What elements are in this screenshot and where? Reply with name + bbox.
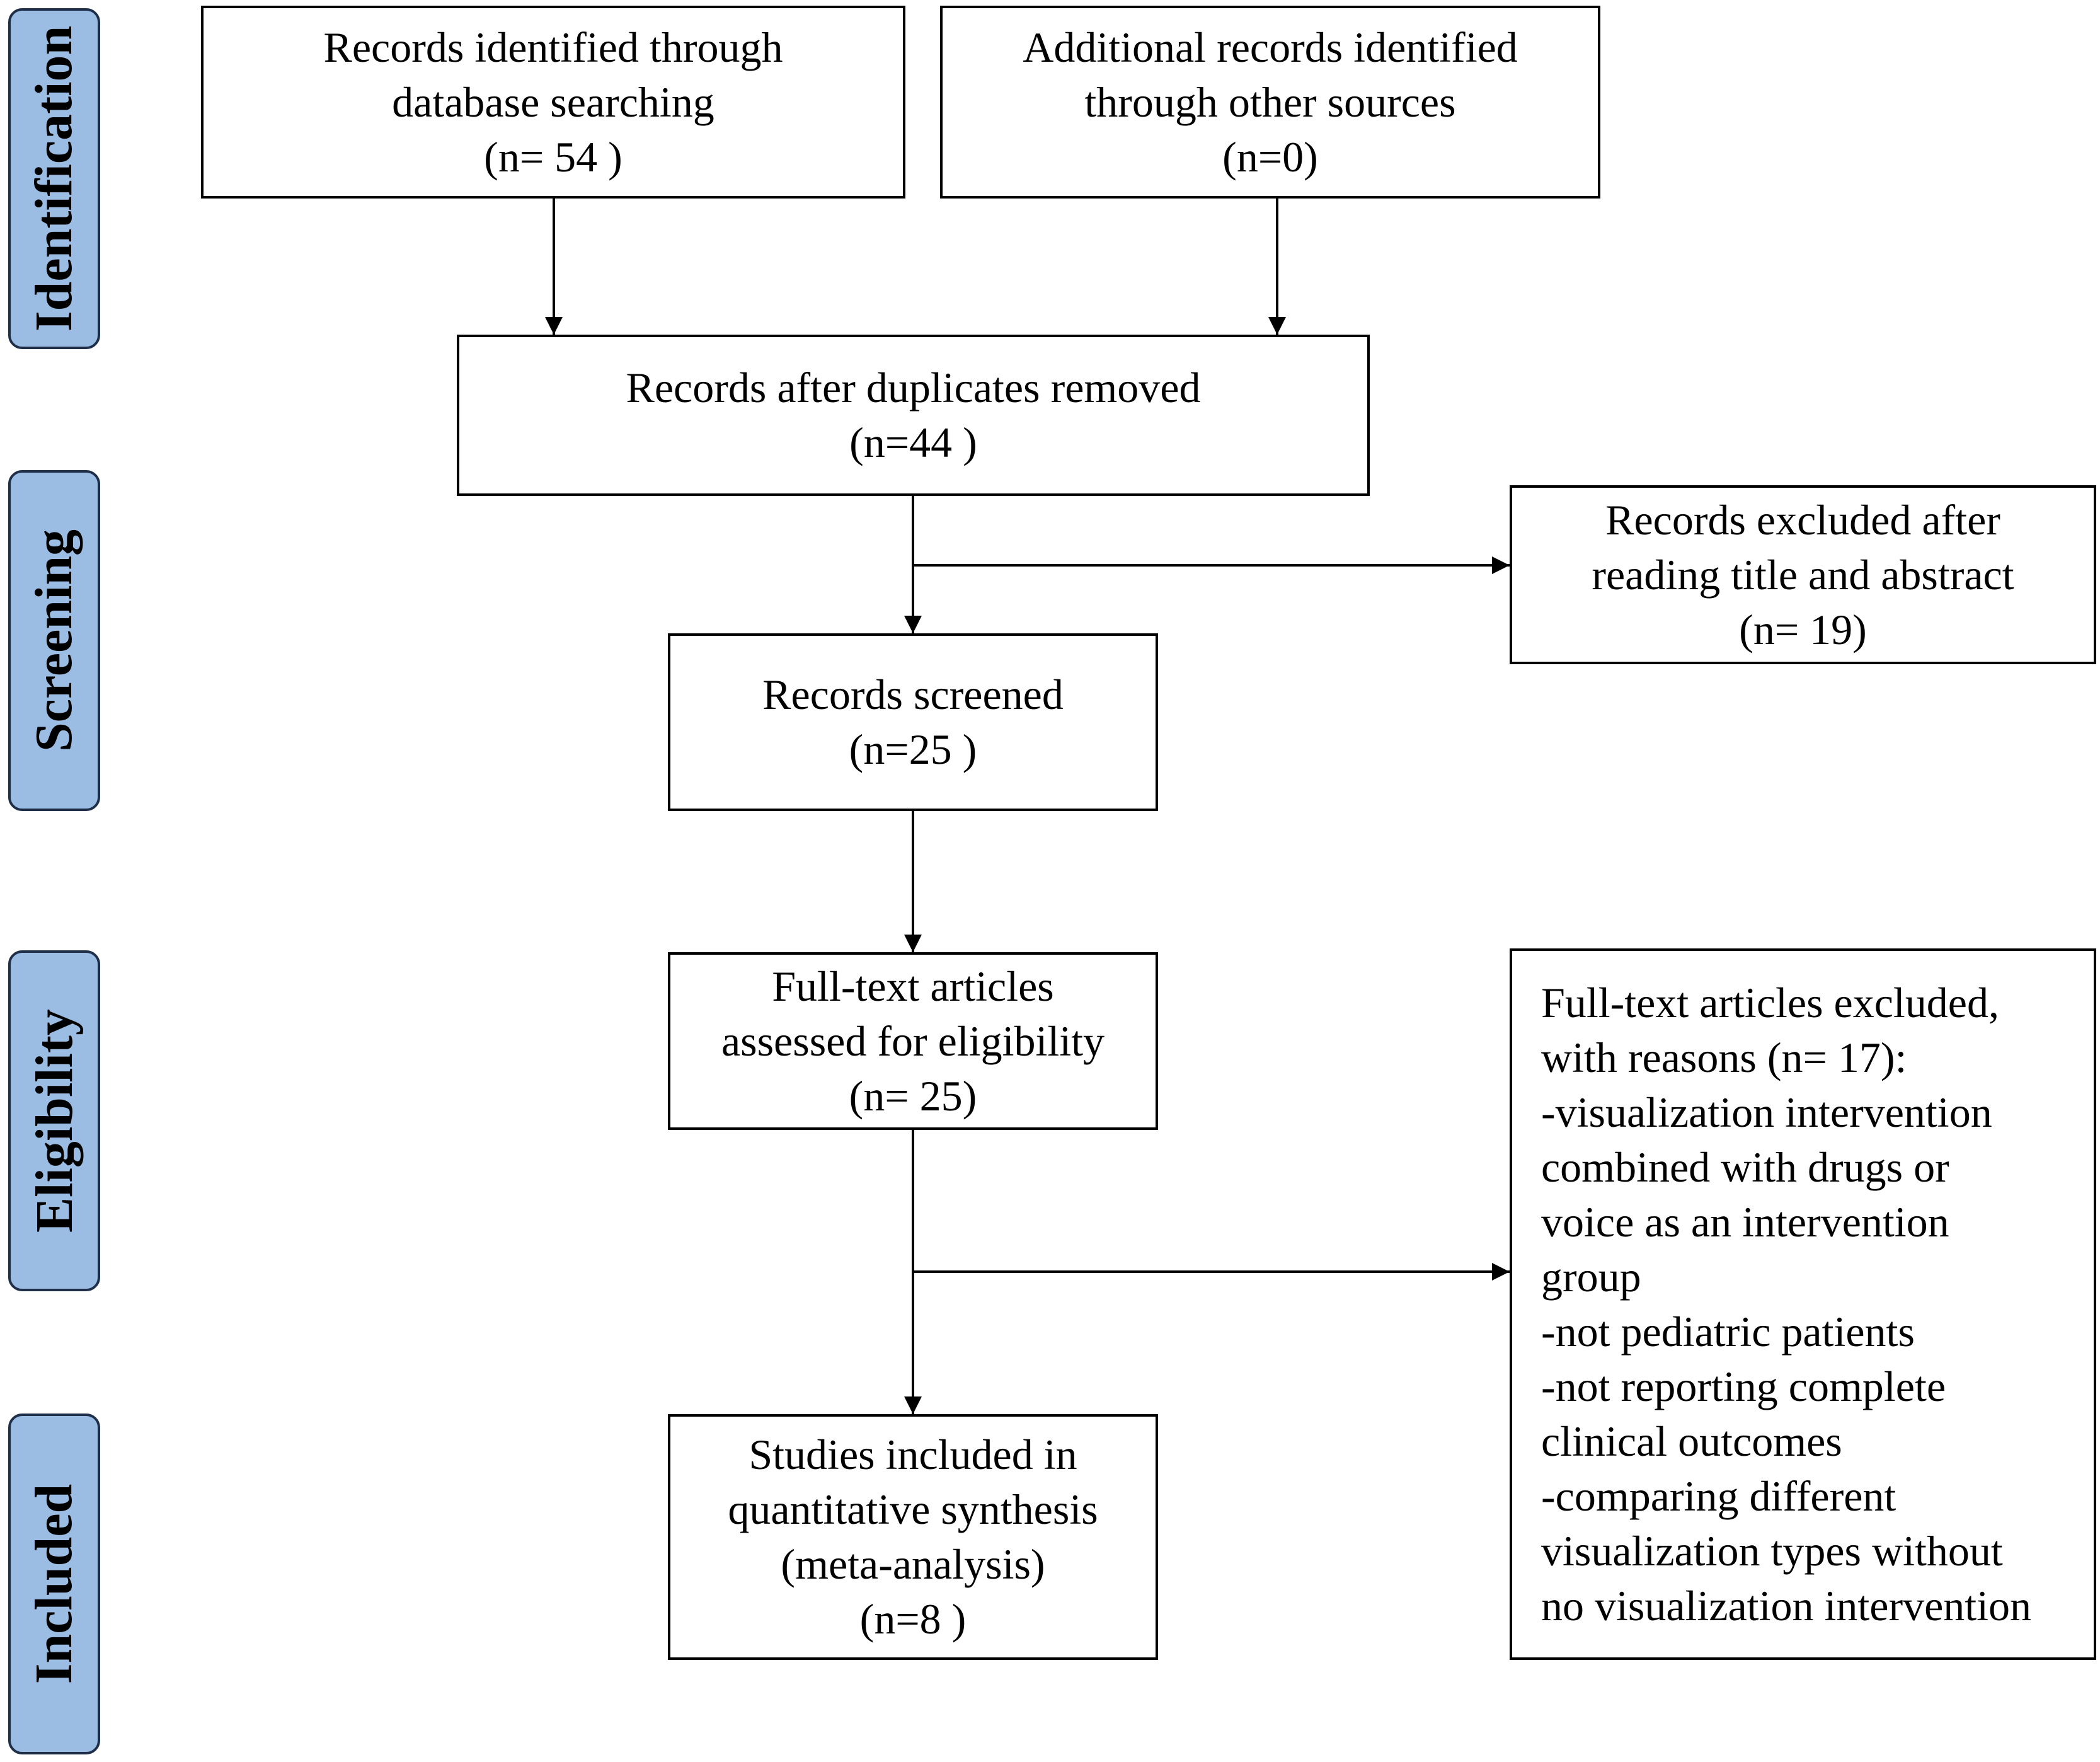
- excluded-title-line-2: reading title and abstract: [1592, 550, 2014, 599]
- box-duplicates-removed: Records after duplicates removed (n=44 ): [457, 335, 1370, 496]
- excluded-reasons-line-6: group: [1541, 1252, 1641, 1301]
- other-sources-count: (n=0): [1222, 132, 1318, 181]
- included-line-3: (meta-analysis): [781, 1540, 1045, 1588]
- phase-screening: Screening: [8, 470, 100, 811]
- excluded-reasons-line-4: combined with drugs or: [1541, 1143, 1949, 1191]
- excluded-title-count: (n= 19): [1739, 605, 1867, 654]
- excluded-reasons-line-9: clinical outcomes: [1541, 1417, 1842, 1465]
- box-studies-included: Studies included in quantitative synthes…: [668, 1414, 1158, 1660]
- excluded-title-line-1: Records excluded after: [1605, 495, 2000, 544]
- duplicates-count: (n=44 ): [849, 418, 977, 466]
- excluded-reasons-line-12: no visualization intervention: [1541, 1581, 2032, 1630]
- excluded-reasons-line-5: voice as an intervention: [1541, 1197, 1949, 1246]
- included-line-2: quantitative synthesis: [728, 1485, 1098, 1533]
- phase-included: Included: [8, 1414, 100, 1754]
- excluded-reasons-line-3: -visualization intervention: [1541, 1088, 1992, 1136]
- phase-eligibility: Eligibility: [8, 950, 100, 1291]
- included-line-1: Studies included in: [749, 1431, 1077, 1478]
- screened-count: (n=25 ): [849, 725, 977, 773]
- box-full-text-assessed: Full-text articles assessed for eligibil…: [668, 952, 1158, 1130]
- box-full-text-excluded: Full-text articles excluded, with reason…: [1510, 948, 2096, 1660]
- duplicates-line-1: Records after duplicates removed: [626, 364, 1201, 412]
- excluded-reasons-line-2: with reasons (n= 17):: [1541, 1033, 1907, 1081]
- box-excluded-title-abstract: Records excluded after reading title and…: [1510, 485, 2096, 664]
- box-database-records: Records identified through database sear…: [201, 6, 905, 199]
- other-sources-line-1: Additional records identified: [1023, 23, 1518, 71]
- included-count: (n=8 ): [859, 1595, 967, 1643]
- assessed-count: (n= 25): [849, 1071, 977, 1120]
- screened-line-1: Records screened: [762, 671, 1064, 718]
- excluded-reasons-line-10: -comparing different: [1541, 1471, 1896, 1520]
- excluded-reasons-line-8: -not reporting complete: [1541, 1362, 1946, 1410]
- excluded-reasons-line-7: -not pediatric patients: [1541, 1307, 1915, 1356]
- other-sources-line-2: through other sources: [1084, 78, 1456, 126]
- excluded-reasons-line-11: visualization types without: [1541, 1526, 2003, 1575]
- box-other-sources: Additional records identified through ot…: [940, 6, 1600, 199]
- excluded-reasons-line-1: Full-text articles excluded,: [1541, 978, 1999, 1027]
- box-records-screened: Records screened (n=25 ): [668, 633, 1158, 811]
- phase-identification: Identification: [8, 8, 100, 349]
- assessed-line-1: Full-text articles: [772, 962, 1054, 1010]
- database-line-1: Records identified through: [323, 23, 783, 71]
- assessed-line-2: assessed for eligibility: [721, 1016, 1105, 1065]
- database-line-2: database searching: [392, 78, 714, 126]
- database-count: (n= 54 ): [484, 132, 623, 181]
